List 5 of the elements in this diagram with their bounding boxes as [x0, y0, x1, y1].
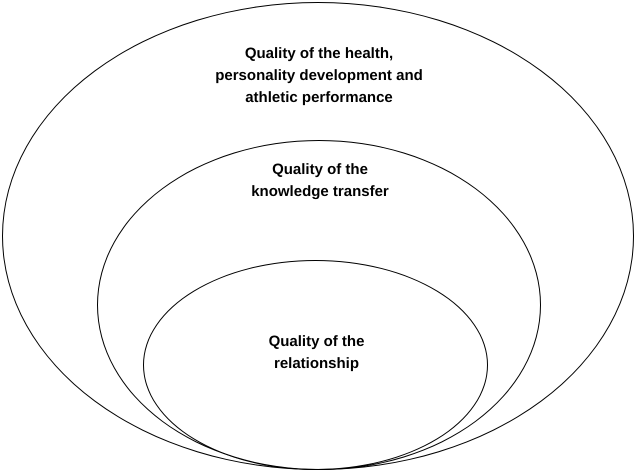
ellipse	[97, 140, 541, 470]
ellipse	[143, 260, 488, 470]
ellipse-label: Quality of the relationship	[268, 332, 366, 374]
ellipse-label: Quality of the knowledge transfer	[250, 160, 390, 202]
ellipse-label: Quality of the health, personality development and athletic performance	[214, 44, 424, 108]
